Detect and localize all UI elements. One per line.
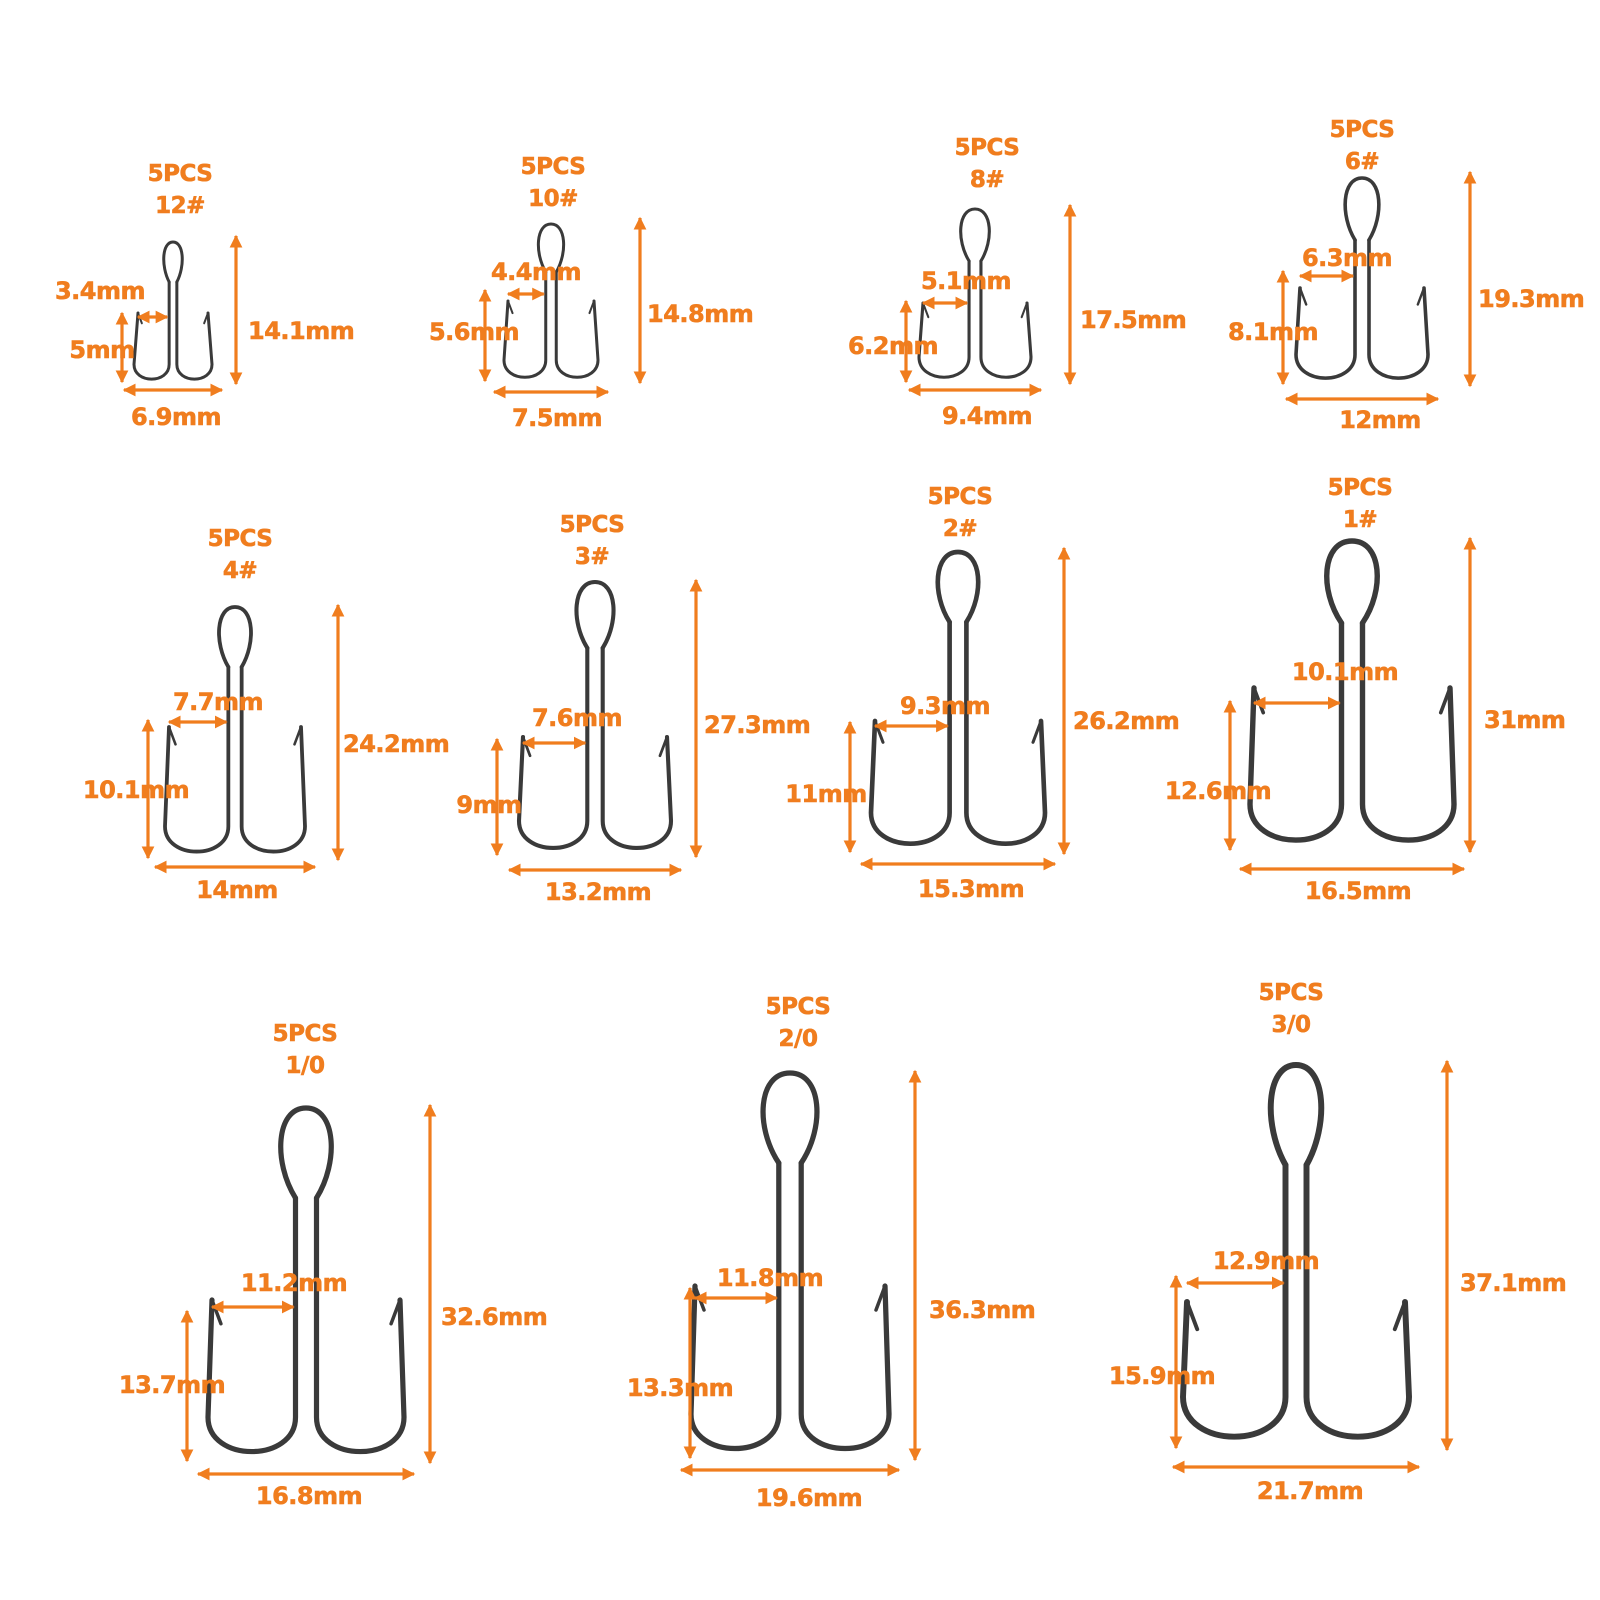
- gap-label: 3.4mm: [54, 277, 146, 306]
- quantity-label: 5PCS: [1329, 117, 1395, 144]
- size-label: 10#: [528, 186, 579, 213]
- width-label: 16.5mm: [1304, 877, 1412, 906]
- quantity-label: 5PCS: [520, 154, 586, 181]
- point-height-label: 15.9mm: [1108, 1362, 1216, 1391]
- gap-label: 10.1mm: [1291, 658, 1399, 687]
- quantity-label: 5PCS: [1258, 980, 1324, 1007]
- double-hook-icon: [205, 1105, 407, 1455]
- gap-label: 4.4mm: [490, 258, 582, 287]
- gap-label: 6.3mm: [1301, 244, 1393, 273]
- length-label: 24.2mm: [343, 730, 450, 759]
- size-label: 1/0: [285, 1053, 325, 1080]
- size-label: 1#: [1342, 507, 1378, 534]
- length-label: 14.8mm: [647, 300, 754, 329]
- double-hook-icon: [1294, 176, 1430, 380]
- double-hook-icon: [1247, 538, 1457, 843]
- point-height-label: 13.3mm: [626, 1374, 734, 1403]
- width-label: 15.3mm: [917, 875, 1025, 904]
- size-label: 12#: [155, 193, 206, 220]
- length-label: 36.3mm: [929, 1296, 1036, 1325]
- gap-label: 11.2mm: [240, 1269, 348, 1298]
- gap-label: 11.8mm: [716, 1264, 824, 1293]
- width-label: 13.2mm: [544, 878, 652, 907]
- point-height-label: 8.1mm: [1227, 318, 1319, 347]
- double-hook-icon: [163, 605, 307, 854]
- width-label: 14mm: [196, 876, 279, 905]
- width-label: 16.8mm: [255, 1482, 363, 1511]
- size-label: 3#: [574, 544, 610, 571]
- length-label: 14.1mm: [248, 317, 355, 346]
- length-label: 17.5mm: [1080, 306, 1187, 335]
- length-label: 31mm: [1484, 706, 1567, 735]
- point-height-label: 12.6mm: [1164, 777, 1272, 806]
- hook-header: 5PCS 2/0: [765, 991, 831, 1055]
- gap-label: 12.9mm: [1212, 1247, 1320, 1276]
- quantity-label: 5PCS: [927, 484, 993, 511]
- quantity-label: 5PCS: [954, 135, 1020, 162]
- hook-header: 5PCS 3#: [559, 509, 625, 573]
- quantity-label: 5PCS: [559, 512, 625, 539]
- width-label: 6.9mm: [130, 403, 222, 432]
- hook-header: 5PCS 4#: [207, 523, 273, 587]
- point-height-label: 13.7mm: [118, 1371, 226, 1400]
- width-label: 21.7mm: [1256, 1477, 1364, 1506]
- gap-label: 9.3mm: [899, 692, 991, 721]
- hook-header: 5PCS 10#: [520, 151, 586, 215]
- width-label: 9.4mm: [941, 402, 1033, 431]
- width-label: 12mm: [1339, 406, 1422, 435]
- hook-header: 5PCS 1/0: [272, 1018, 338, 1082]
- point-height-label: 11mm: [785, 780, 868, 809]
- point-height-label: 5.6mm: [428, 318, 520, 347]
- quantity-label: 5PCS: [147, 161, 213, 188]
- double-hook-icon: [132, 240, 214, 381]
- length-label: 37.1mm: [1460, 1269, 1567, 1298]
- length-label: 26.2mm: [1073, 707, 1180, 736]
- length-label: 19.3mm: [1478, 285, 1585, 314]
- gap-label: 5.1mm: [920, 267, 1012, 296]
- quantity-label: 5PCS: [207, 526, 273, 553]
- hook-header: 5PCS 3/0: [1258, 977, 1324, 1041]
- size-label: 3/0: [1271, 1012, 1311, 1039]
- point-height-label: 5mm: [69, 336, 135, 365]
- point-height-label: 6.2mm: [847, 332, 939, 361]
- size-label: 4#: [222, 558, 258, 585]
- hook-header: 5PCS 2#: [927, 481, 993, 545]
- length-label: 32.6mm: [441, 1303, 548, 1332]
- double-hook-icon: [516, 579, 674, 851]
- width-label: 7.5mm: [511, 404, 603, 433]
- double-hook-icon: [917, 207, 1033, 379]
- point-height-label: 9mm: [456, 791, 522, 820]
- size-label: 2#: [942, 516, 978, 543]
- size-label: 6#: [1344, 149, 1380, 176]
- hook-header: 5PCS 12#: [147, 158, 213, 222]
- width-label: 19.6mm: [755, 1484, 863, 1513]
- gap-label: 7.7mm: [172, 688, 264, 717]
- double-hook-icon: [1180, 1062, 1412, 1440]
- quantity-label: 5PCS: [765, 994, 831, 1021]
- double-hook-icon: [868, 549, 1048, 846]
- quantity-label: 5PCS: [1327, 475, 1393, 502]
- hook-header: 5PCS 6#: [1329, 114, 1395, 178]
- size-label: 8#: [969, 167, 1005, 194]
- length-label: 27.3mm: [704, 711, 811, 740]
- quantity-label: 5PCS: [272, 1021, 338, 1048]
- hook-header: 5PCS 8#: [954, 132, 1020, 196]
- gap-label: 7.6mm: [531, 704, 623, 733]
- hook-header: 5PCS 1#: [1327, 472, 1393, 536]
- point-height-label: 10.1mm: [82, 776, 190, 805]
- size-label: 2/0: [778, 1026, 818, 1053]
- double-hook-icon: [502, 222, 600, 379]
